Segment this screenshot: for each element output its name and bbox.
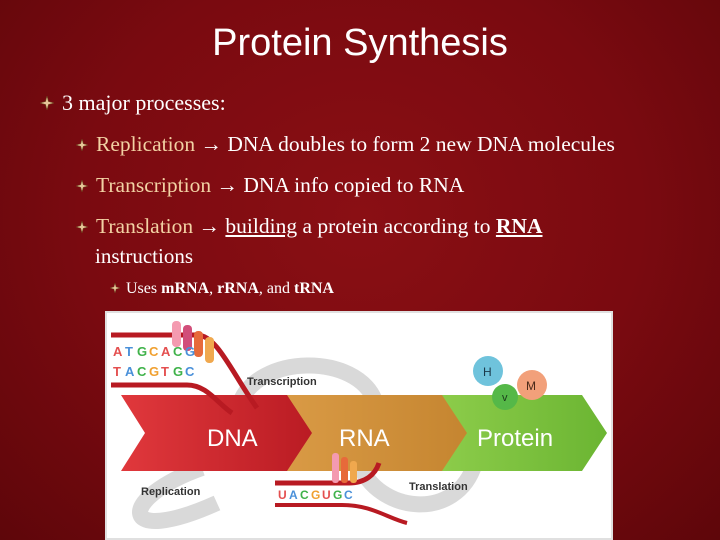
bullet-star-icon: [38, 90, 56, 116]
base-letter: A: [125, 364, 135, 379]
transcription-desc: DNA info copied to RNA: [243, 173, 465, 197]
rna-label: RNA: [339, 425, 390, 452]
uses-prefix: Uses: [126, 280, 162, 297]
main-bullet-text: 3 major processes:: [62, 90, 226, 115]
translation-desc-mid: a protein according to: [297, 214, 496, 238]
bullet-transcription: Transcription → DNA info copied to RNA: [75, 173, 465, 198]
base-letter: C: [344, 488, 353, 502]
translation-process-label: Translation: [409, 481, 468, 493]
base-letter: C: [137, 364, 147, 379]
dna-stage-arrow: [121, 395, 322, 471]
rna-stage-arrow: [287, 395, 477, 471]
circle-m: [517, 370, 547, 400]
transcription-cycle-arrow: [231, 357, 383, 409]
rna-type-rrna: rRNA: [217, 280, 259, 297]
base-letter: C: [173, 344, 183, 359]
bullet-replication: Replication → DNA doubles to form 2 new …: [75, 132, 615, 157]
translation-rna: RNA: [495, 214, 543, 238]
bullet-star-icon: [75, 173, 89, 198]
arrow: →: [216, 173, 238, 197]
rna-type-mrna: mRNA: [161, 280, 210, 297]
bullet-star-icon: [75, 214, 89, 239]
circle-v-label: v: [502, 392, 508, 404]
base-letter: G: [149, 364, 159, 379]
base-letter: C: [149, 344, 159, 359]
base-letter: C: [300, 488, 309, 502]
transcription-term: Transcription: [96, 173, 212, 197]
circle-v: [492, 384, 518, 410]
base-letter: G: [333, 488, 342, 502]
replication-term: Replication: [96, 132, 196, 156]
arrow: →: [200, 132, 223, 156]
base-letter: T: [125, 344, 133, 359]
dna-label: DNA: [207, 425, 258, 452]
base-letter: G: [173, 364, 183, 379]
base-letter: U: [278, 488, 287, 502]
base-letter: G: [185, 344, 195, 359]
circle-m-label: M: [526, 379, 536, 393]
translation-continuation: instructions: [95, 244, 193, 268]
circle-h: [473, 356, 503, 386]
bullet-uses: Uses mRNA , rRNA , and tRNA: [109, 280, 334, 298]
dna-strand-graphic: [110, 321, 260, 416]
main-bullet: 3 major processes:: [38, 90, 226, 116]
base-letter: A: [161, 344, 171, 359]
rna-type-trna: tRNA: [293, 280, 334, 297]
replication-desc: DNA doubles to form 2 new DNA molecules: [227, 132, 615, 156]
circle-h-label: H: [483, 365, 492, 379]
slide-title: Protein Synthesis: [212, 22, 508, 64]
translation-building: building: [225, 214, 298, 238]
base-letter: G: [311, 488, 320, 502]
protein-stage-arrow: [442, 395, 607, 471]
bullet-translation: Translation → building a protein accordi…: [75, 214, 543, 239]
base-letter: A: [113, 344, 123, 359]
translation-term: Translation: [96, 214, 194, 238]
replication-process-label: Replication: [141, 486, 201, 498]
base-letter: T: [161, 364, 169, 379]
base-letter: A: [289, 488, 298, 502]
base-letter: C: [185, 364, 195, 379]
base-letter: U: [322, 488, 331, 502]
replication-cycle-arrow: [132, 460, 221, 529]
bullet-star-icon: [75, 132, 89, 157]
protein-label: Protein: [477, 425, 553, 452]
arrow: →: [198, 214, 221, 238]
bullet-star-icon: [109, 280, 121, 298]
base-letter: G: [137, 344, 147, 359]
base-letter: T: [113, 364, 121, 379]
mrna-strand-graphic: [275, 453, 408, 525]
transcription-process-label: Transcription: [247, 376, 317, 388]
